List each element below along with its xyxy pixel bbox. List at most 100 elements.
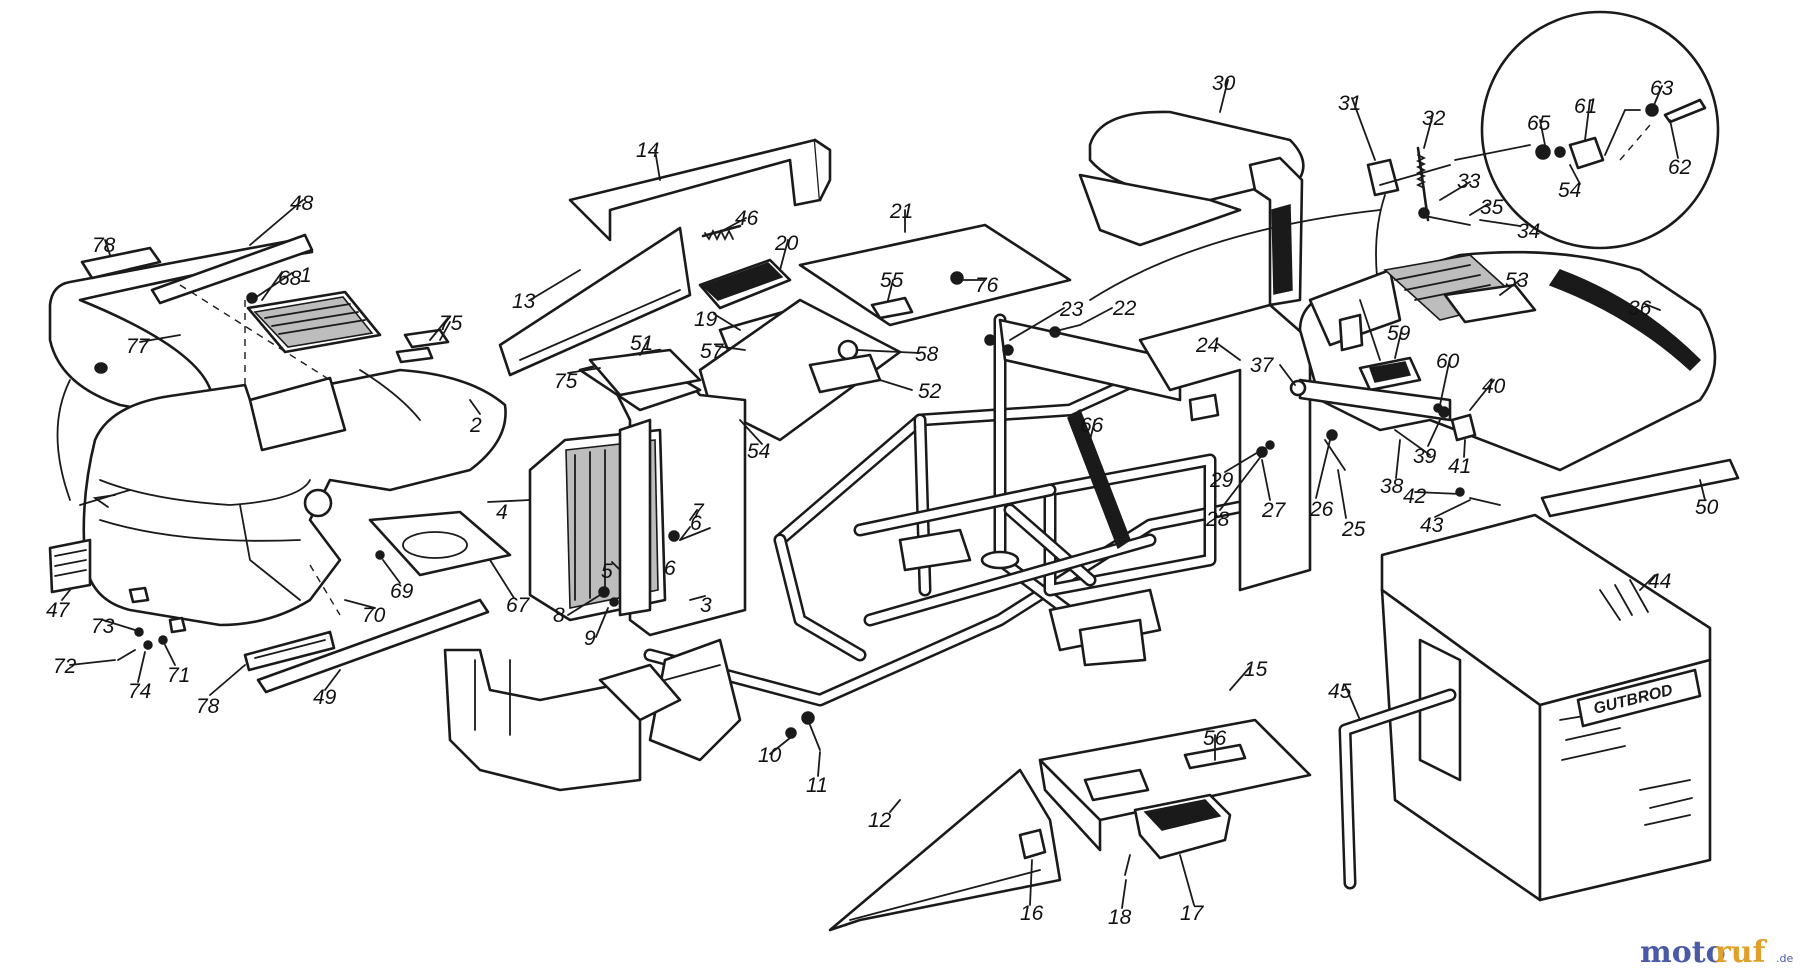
hood-2 <box>79 368 507 627</box>
part-label-36: 36 <box>1628 297 1652 320</box>
pedal-block-20-top <box>701 262 784 301</box>
emblem-78-bottom <box>243 630 336 672</box>
watermark-part1: moto <box>1640 935 1726 970</box>
dash-hood-1 <box>179 284 331 381</box>
nut-8 <box>598 586 610 598</box>
part-label-49: 49 <box>313 686 337 709</box>
part-label-16: 16 <box>1020 902 1044 925</box>
spring-46-coil <box>704 228 734 242</box>
latch-plate-59-slot <box>1368 361 1412 383</box>
detail-leader <box>1379 164 1451 186</box>
bolt-23a <box>984 334 996 346</box>
part-label-40: 40 <box>1482 375 1506 398</box>
part-label-1: 1 <box>300 264 312 287</box>
part-label-27: 27 <box>1261 499 1287 522</box>
part-label-44: 44 <box>1648 570 1671 593</box>
part-label-48: 48 <box>290 192 314 215</box>
bracket-30-slot <box>1271 204 1293 295</box>
clip-75-left <box>395 328 450 364</box>
bolt-11 <box>809 724 821 751</box>
dash-70 <box>309 564 341 616</box>
part-label-50: 50 <box>1695 496 1719 519</box>
part-label-43: 43 <box>1420 514 1444 537</box>
bolt-22-shaft <box>1059 324 1081 331</box>
part-label-62: 62 <box>1668 156 1692 179</box>
hood-strip-48 <box>150 233 314 305</box>
part-label-78b: 78 <box>196 695 220 718</box>
catcher-lid-36 <box>1298 250 1717 472</box>
part-label-42: 42 <box>1403 485 1427 508</box>
decal-47-hatch <box>54 549 87 577</box>
bolt-23b <box>1002 344 1014 356</box>
lower-clips <box>128 586 187 634</box>
part-label-37: 37 <box>1250 354 1275 377</box>
footrest-67-hole <box>402 531 468 559</box>
part-label-66: 66 <box>1080 414 1104 437</box>
part-label-67: 67 <box>506 594 531 617</box>
brand-plate <box>1576 668 1702 728</box>
plate-21 <box>798 223 1072 327</box>
nut-71 <box>158 635 168 645</box>
part-label-26: 26 <box>1309 498 1334 521</box>
part-label-4: 4 <box>496 501 508 524</box>
grille-1 <box>246 290 382 354</box>
part-label-30: 30 <box>1212 72 1236 95</box>
radiator-4-fins <box>574 445 636 601</box>
part-label-51: 51 <box>630 332 653 355</box>
watermark-part2: ruf <box>1715 935 1768 970</box>
footrest-67 <box>368 510 512 577</box>
part-label-54: 54 <box>747 440 770 463</box>
part-label-3: 3 <box>700 594 712 617</box>
emblem-78-bottom-hatch <box>254 639 326 659</box>
part-label-60: 60 <box>1436 350 1460 373</box>
grass-catcher-44: GUTBROD <box>1380 513 1712 902</box>
part-label-21: 21 <box>889 200 913 223</box>
part-label-55: 55 <box>880 269 904 292</box>
part-label-54b: 54 <box>1558 179 1581 202</box>
tray-15-front <box>1038 758 1102 852</box>
part-label-24: 24 <box>1195 334 1219 357</box>
part-label-70: 70 <box>362 604 386 627</box>
seat-cover-30-lower <box>1078 173 1242 247</box>
part-label-28: 28 <box>1205 508 1230 531</box>
part-label-12: 12 <box>868 809 892 832</box>
part-label-6: 6 <box>690 512 702 535</box>
part-label-34: 34 <box>1517 220 1540 243</box>
bolt-74 <box>143 640 153 650</box>
part-label-59: 59 <box>1387 322 1411 345</box>
spring-32-coil <box>1415 154 1427 189</box>
rod-45-in <box>1341 691 1454 887</box>
part-label-77: 77 <box>126 335 151 358</box>
part-label-19: 19 <box>694 308 718 331</box>
decal-78-top <box>80 246 162 280</box>
decal-47 <box>48 538 92 594</box>
part-label-75a: 75 <box>439 312 463 335</box>
cover-12-line <box>849 869 1041 921</box>
part-label-18: 18 <box>1108 906 1132 929</box>
cover-12 <box>828 768 1062 932</box>
part-label-14: 14 <box>636 139 659 162</box>
part-label-69: 69 <box>390 580 414 603</box>
part-label-22: 22 <box>1112 297 1137 320</box>
part-label-33: 33 <box>1457 170 1481 193</box>
box-17-opening <box>1143 799 1222 831</box>
part-label-52: 52 <box>918 380 942 403</box>
cable-arc <box>1089 209 1381 301</box>
screw-7 <box>679 527 711 541</box>
bolt-38 <box>1394 429 1431 456</box>
clip-41 <box>1450 413 1477 442</box>
part-label-65: 65 <box>1527 112 1551 135</box>
part-label-41: 41 <box>1448 455 1471 478</box>
part-label-32: 32 <box>1422 107 1446 130</box>
bolt-29 <box>1265 440 1275 450</box>
part-label-35: 35 <box>1480 196 1504 219</box>
screw-69 <box>375 550 385 560</box>
part-label-61: 61 <box>1574 95 1597 118</box>
part-label-76: 76 <box>975 274 999 297</box>
strip-50 <box>1540 458 1740 518</box>
part-label-25: 25 <box>1341 518 1366 541</box>
part-label-47: 47 <box>46 599 71 622</box>
part-label-71: 71 <box>167 664 190 687</box>
part-label-23: 23 <box>1059 298 1084 321</box>
